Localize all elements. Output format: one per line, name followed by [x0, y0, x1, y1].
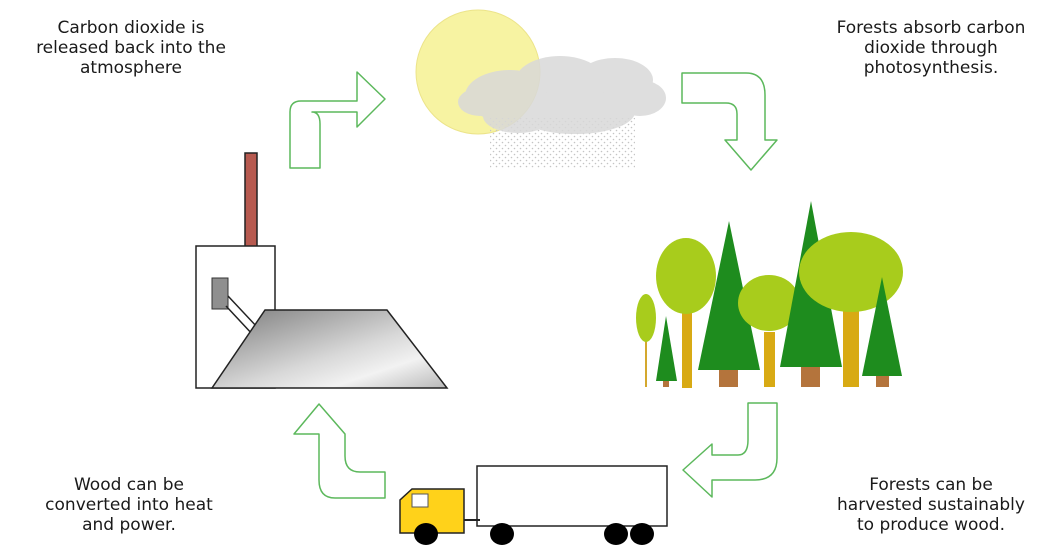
- caption-line: dioxide through: [864, 38, 998, 58]
- caption-co2-released: Carbon dioxide is released back into the…: [6, 18, 256, 78]
- chimney-icon: [244, 152, 258, 249]
- conifer-tree-icon: [862, 277, 902, 376]
- truck-wheel: [604, 523, 628, 545]
- caption-line: harvested sustainably: [837, 495, 1025, 515]
- truck-wheel: [490, 523, 514, 545]
- caption-line: to produce wood.: [857, 515, 1005, 535]
- arrow-left-up: [293, 403, 386, 499]
- caption-forests-harvested: Forests can be harvested sustainably to …: [806, 475, 1056, 535]
- truck-trailer: [476, 465, 668, 527]
- deciduous-tree-icon: [656, 238, 716, 314]
- deciduous-tree-icon: [738, 275, 800, 331]
- deciduous-tree-icon: [799, 232, 903, 312]
- truck-wheel: [414, 523, 438, 545]
- cloud-icon: [458, 56, 666, 134]
- caption-line: Wood can be: [73, 475, 184, 495]
- caption-forests-absorb: Forests absorb carbon dioxide through ph…: [806, 18, 1056, 78]
- arrow-down-left: [682, 402, 778, 498]
- power-plant: [195, 152, 449, 389]
- wood-pile: [210, 309, 449, 389]
- caption-line: Carbon dioxide is: [57, 18, 205, 38]
- truck-icon: [399, 465, 668, 545]
- caption-line: Forests absorb carbon: [836, 18, 1026, 38]
- caption-line: photosynthesis.: [863, 58, 999, 78]
- forest: [636, 201, 903, 388]
- arrow-right-down: [681, 72, 778, 171]
- caption-line: released back into the: [36, 38, 226, 58]
- truck-wheel: [630, 523, 654, 545]
- conifer-tree-icon: [656, 316, 677, 381]
- arrow-up-right: [289, 71, 386, 169]
- caption-line: and power.: [82, 515, 176, 535]
- factory-hopper: [211, 277, 229, 310]
- deciduous-tree-icon: [636, 294, 656, 342]
- caption-line: converted into heat: [45, 495, 213, 515]
- conifer-tree-icon: [698, 221, 760, 370]
- caption-wood-converted: Wood can be converted into heat and powe…: [4, 475, 254, 535]
- caption-line: Forests can be: [869, 475, 993, 495]
- caption-line: atmosphere: [80, 58, 182, 78]
